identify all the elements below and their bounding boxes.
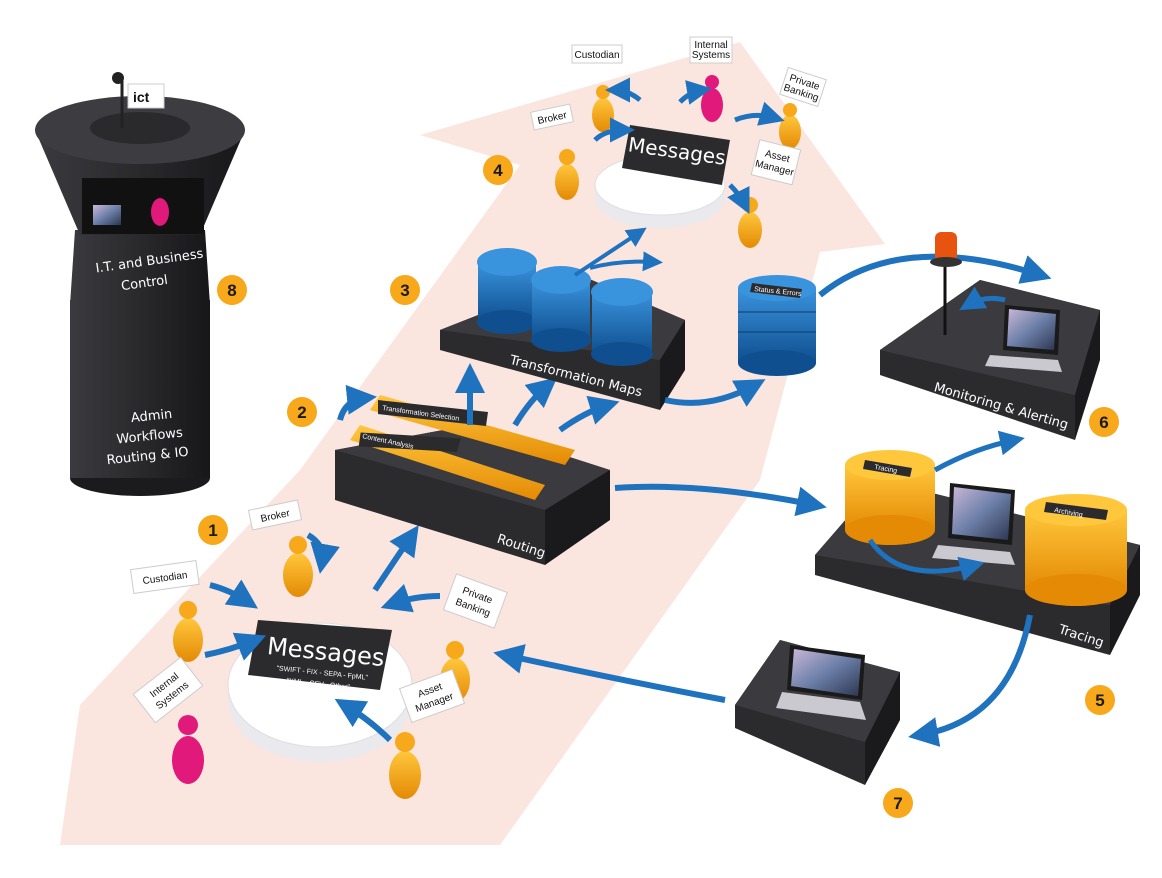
svg-text:1: 1: [208, 521, 217, 540]
svg-text:8: 8: [227, 281, 236, 300]
laptop-icon: [985, 305, 1062, 372]
svg-text:4: 4: [493, 161, 503, 180]
tracing-arrows: [867, 430, 1033, 747]
stage-3-arrows: [573, 227, 766, 407]
tracing-platform: Tracing Tracing Archiving: [815, 450, 1140, 655]
tag-broker: Broker: [247, 499, 303, 531]
status-errors-database: Status & Errors: [738, 275, 816, 376]
gear-icon: [591, 278, 653, 366]
stage-4-arrows: [593, 77, 785, 214]
step-badge-1: 1: [198, 515, 228, 545]
laptop-icon: [932, 483, 1015, 565]
tag-internal-systems: Internal Systems: [689, 36, 733, 64]
laptop-icon: [93, 205, 121, 225]
tower-label-bottom-2: Workflows: [116, 426, 184, 448]
svg-text:5: 5: [1095, 691, 1104, 710]
siren-icon: [930, 232, 962, 267]
tag-private-banking: Private Banking: [442, 573, 508, 629]
svg-text:Archiving: Archiving: [1054, 507, 1084, 519]
tracing-database: Tracing: [845, 450, 935, 545]
svg-text:2: 2: [297, 403, 306, 422]
svg-text:7: 7: [893, 794, 902, 813]
tag-private-banking: Private Banking: [779, 66, 827, 108]
status-errors-label: Status & Errors: [754, 286, 802, 298]
step-badge-8: 8: [217, 275, 247, 305]
step-badge-4: 4: [483, 155, 513, 185]
svg-text:Internal: Internal: [694, 40, 727, 51]
tower-label-top-2: Control: [120, 273, 169, 294]
monitoring-inner-arrow: [959, 286, 1006, 311]
step-badge-7: 7: [883, 788, 913, 818]
person-asset-manager: [389, 732, 421, 799]
tag-custodian: Custodian: [129, 559, 200, 595]
archiving-database: Archiving: [1025, 494, 1127, 606]
gear-icon: [531, 266, 591, 352]
person-custodian: [173, 601, 203, 662]
step-badge-3: 3: [390, 275, 420, 305]
tag-custodian: Custodian: [571, 44, 623, 64]
pink-person-icon: [151, 198, 169, 226]
svg-text:6: 6: [1099, 413, 1108, 432]
person-broker: [283, 536, 313, 597]
svg-text:3: 3: [400, 281, 409, 300]
laptop-icon: [776, 645, 866, 720]
step-badge-2: 2: [287, 397, 317, 427]
step-badge-6: 6: [1089, 407, 1119, 437]
tower-label-bottom-1: Admin: [130, 407, 173, 426]
person-internal-systems: [172, 715, 204, 784]
svg-text:Tracing: Tracing: [874, 464, 898, 475]
status-arrows: [818, 253, 1052, 298]
stage-2-arrows: [337, 363, 827, 517]
step-badge-5: 5: [1085, 685, 1115, 715]
stage-1-arrows: [204, 525, 441, 743]
tag-asset-manager: Asset Manager: [750, 139, 802, 186]
stage-1-messages: Messages "SWIFT - FIX - SEPA - FpML" "XM…: [227, 620, 413, 762]
transformation-maps-platform: Transformation Maps: [440, 248, 685, 410]
tag-internal-systems: Internal Systems: [132, 656, 204, 724]
ict-logo: ict: [133, 89, 150, 105]
svg-text:Custodian: Custodian: [574, 50, 619, 61]
gear-icon: [477, 248, 537, 334]
person-broker: [555, 149, 579, 200]
stage-4-messages: Messages: [594, 125, 730, 228]
recycling-platform: Recycling: [735, 640, 900, 795]
recycling-arrow: [493, 644, 726, 703]
routing-platform: Routing Content Analysis Transformation …: [335, 395, 610, 565]
control-tower: ict I.T. and Business Control Admin Work…: [35, 72, 245, 496]
svg-text:Systems: Systems: [692, 50, 730, 61]
tag-broker: Broker: [529, 103, 575, 131]
